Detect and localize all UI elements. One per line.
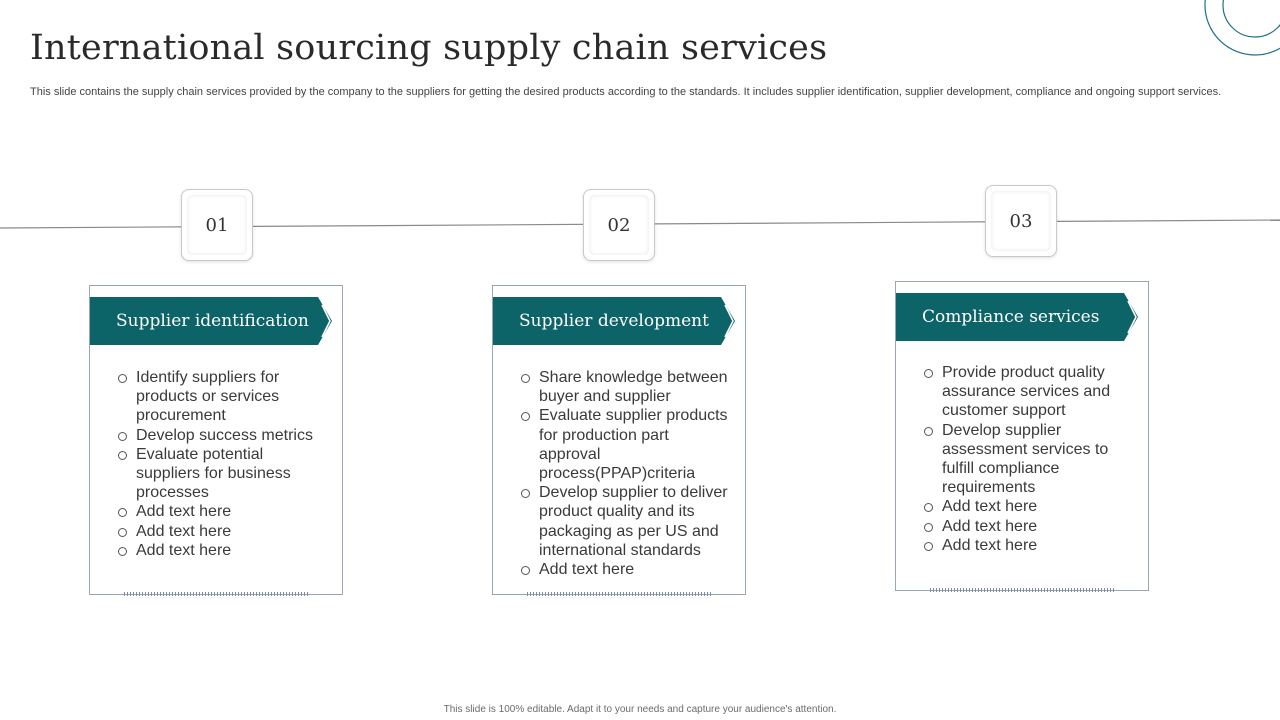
card-heading-banner-3: Compliance services xyxy=(896,293,1138,341)
list-item: Develop supplier assessment services to … xyxy=(922,421,1132,498)
bullet-circle-icon xyxy=(118,374,127,383)
list-item: Add text here xyxy=(922,536,1132,555)
card-hatch-divider xyxy=(124,592,308,596)
service-card-1: Supplier identification Identify supplie… xyxy=(89,285,343,596)
card-hatch-divider xyxy=(527,592,711,596)
list-item: Add text here xyxy=(116,502,326,521)
step-number-2: 02 xyxy=(589,195,649,255)
card-heading-banner-1: Supplier identification xyxy=(90,297,332,345)
list-item: Develop supplier to deliver product qual… xyxy=(519,483,729,560)
bullet-circle-icon xyxy=(521,412,530,422)
page-title: International sourcing supply chain serv… xyxy=(30,28,828,68)
service-card-2: Supplier development Share knowledge bet… xyxy=(492,285,746,596)
bullet-circle-icon xyxy=(924,369,933,378)
corner-circle-outer xyxy=(1204,0,1280,56)
list-item: Add text here xyxy=(922,517,1132,536)
footer-note: This slide is 100% editable. Adapt it to… xyxy=(443,704,837,715)
list-item: Develop success metrics xyxy=(116,426,326,445)
list-item: Provide product quality assurance servic… xyxy=(922,363,1132,421)
page-subtitle: This slide contains the supply chain ser… xyxy=(30,86,1222,98)
banner-arrow-shape xyxy=(896,293,1138,341)
bullet-circle-icon xyxy=(118,508,127,518)
card-list-2: Share knowledge between buyer and suppli… xyxy=(519,368,729,579)
bullet-circle-icon xyxy=(118,431,127,441)
service-card-3: Compliance services Provide product qual… xyxy=(895,281,1149,592)
list-item: Add text here xyxy=(116,522,326,541)
list-item: Add text here xyxy=(922,497,1132,516)
card-heading-banner-2: Supplier development xyxy=(493,297,735,345)
step-number-3: 03 xyxy=(991,191,1051,251)
bullet-circle-icon xyxy=(118,527,127,537)
card-heading-2: Supplier development xyxy=(519,311,709,331)
step-number-box-2: 02 xyxy=(583,189,655,261)
bullet-circle-icon xyxy=(924,522,933,532)
bullet-circle-icon xyxy=(521,489,530,499)
card-heading-3: Compliance services xyxy=(922,307,1100,327)
step-number-1: 01 xyxy=(187,195,247,255)
bullet-circle-icon xyxy=(118,546,127,556)
step-number-box-3: 03 xyxy=(985,185,1057,257)
banner-arrow-shape xyxy=(493,297,735,345)
card-list-1: Identify suppliers for products or servi… xyxy=(116,368,326,560)
bullet-circle-icon xyxy=(924,426,933,436)
card-heading-1: Supplier identification xyxy=(116,311,309,331)
list-item: Share knowledge between buyer and suppli… xyxy=(519,368,729,406)
list-item: Evaluate supplier products for productio… xyxy=(519,406,729,483)
corner-circle-inner xyxy=(1222,0,1280,38)
banner-arrow-shape xyxy=(90,297,332,345)
step-number-box-1: 01 xyxy=(181,189,253,261)
list-item: Identify suppliers for products or servi… xyxy=(116,368,326,426)
list-item: Add text here xyxy=(519,560,729,579)
list-item: Add text here xyxy=(116,541,326,560)
bullet-circle-icon xyxy=(924,503,933,513)
bullet-circle-icon xyxy=(521,566,530,576)
card-hatch-divider xyxy=(930,588,1114,592)
bullet-circle-icon xyxy=(118,450,127,460)
list-item: Evaluate potential suppliers for busines… xyxy=(116,445,326,503)
bullet-circle-icon xyxy=(924,541,933,551)
card-list-3: Provide product quality assurance servic… xyxy=(922,363,1132,555)
bullet-circle-icon xyxy=(521,374,530,383)
